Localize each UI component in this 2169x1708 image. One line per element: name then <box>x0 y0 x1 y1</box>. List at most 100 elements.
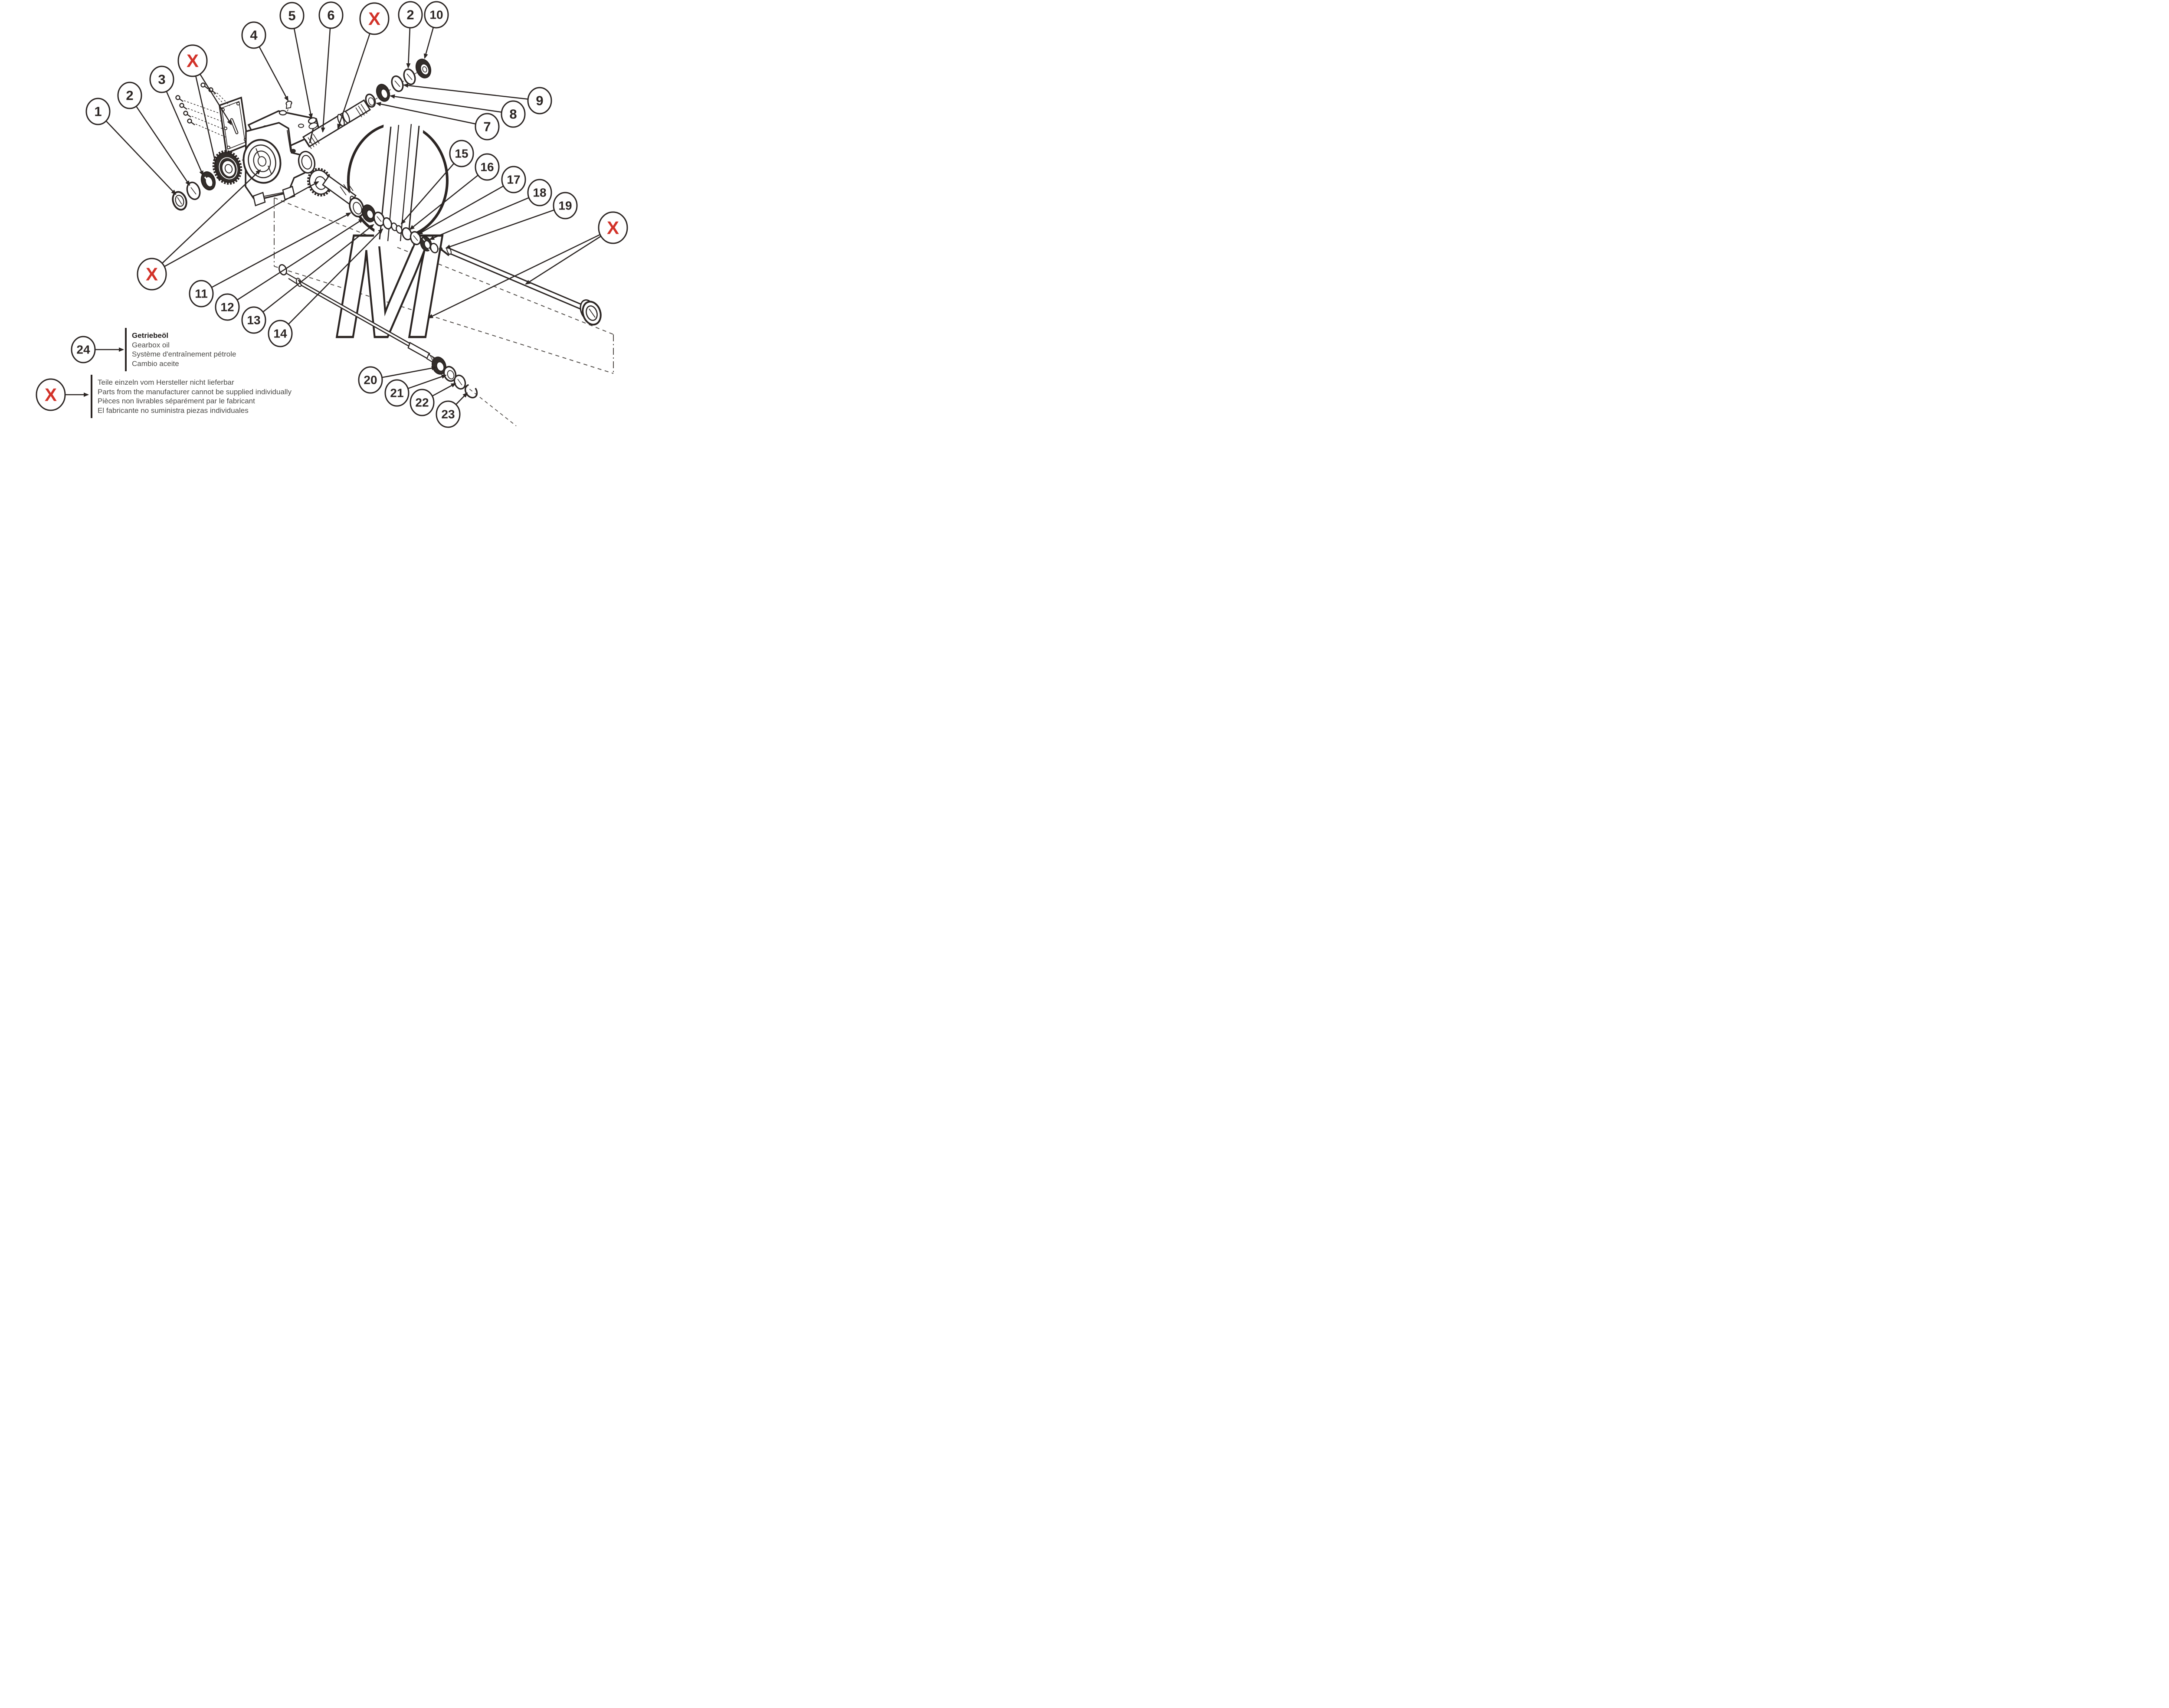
callout-10-circle[interactable] <box>424 1 449 29</box>
callout-13-circle[interactable] <box>241 306 266 334</box>
callout-5-circle[interactable] <box>279 2 305 29</box>
note-line-es: El fabricante no suministra piezas indiv… <box>98 406 249 415</box>
callout-5-label: 5 <box>288 8 295 23</box>
callout-11-label: 11 <box>195 287 208 301</box>
callout-17-label: 17 <box>507 173 520 187</box>
callout-13-label: 13 <box>247 314 260 327</box>
callout-16[interactable]: 16 <box>475 153 500 181</box>
callout-2-top-circle[interactable] <box>398 1 423 29</box>
callout-x-housing-leader-line <box>164 181 319 267</box>
callout-21-circle[interactable] <box>384 379 410 407</box>
callout-8[interactable]: 8 <box>501 100 526 128</box>
callout-x-gasket[interactable]: X <box>177 44 208 77</box>
callout-9-circle[interactable] <box>527 87 552 115</box>
callout-20-circle[interactable] <box>358 366 383 394</box>
callout-21[interactable]: 21 <box>384 379 410 407</box>
callout-1-label: 1 <box>94 104 102 119</box>
callout-24[interactable]: 24 <box>71 336 96 363</box>
callout-15[interactable]: 15 <box>449 140 474 167</box>
note-bar <box>91 375 92 418</box>
callout-2-left-circle[interactable] <box>117 82 142 109</box>
callout-22[interactable]: 22 <box>410 389 435 416</box>
callout-x-tube-circle[interactable] <box>598 211 628 244</box>
callout-7-circle[interactable] <box>475 113 500 141</box>
callout-7-leader-line <box>376 102 475 124</box>
callout-4[interactable]: 4 <box>241 21 266 49</box>
callout-8-label: 8 <box>509 107 517 122</box>
callout-19[interactable]: 19 <box>553 192 578 219</box>
callout-23[interactable]: 23 <box>436 400 461 428</box>
callout-8-circle[interactable] <box>501 100 526 128</box>
bearing-race-3 <box>200 171 216 191</box>
gasket-plate <box>219 96 249 154</box>
callout-x-gasket-label: X <box>187 51 199 71</box>
callout-11-circle[interactable] <box>189 280 214 308</box>
callout-4-circle[interactable] <box>241 21 266 49</box>
callout-9[interactable]: 9 <box>527 87 552 115</box>
callout-23-circle[interactable] <box>436 400 461 428</box>
callout-22-label: 22 <box>415 396 429 409</box>
callout-19-label: 19 <box>558 199 572 213</box>
callout-x-tube[interactable]: X <box>598 211 628 244</box>
callout-23-label: 23 <box>441 408 455 421</box>
callout-16-circle[interactable] <box>475 153 500 181</box>
callout-2-top[interactable]: 2 <box>398 1 423 29</box>
callout-15-label: 15 <box>455 147 468 160</box>
callout-17[interactable]: 17 <box>501 166 526 193</box>
callout-x-gasket-circle[interactable] <box>177 44 208 77</box>
callout-18-circle[interactable] <box>527 179 552 206</box>
callout-x-note[interactable]: X <box>36 378 66 411</box>
bearing-12 <box>361 204 376 222</box>
callout-17-circle[interactable] <box>501 166 526 193</box>
castle-nut-18 <box>420 236 432 252</box>
callout-10[interactable]: 10 <box>424 1 449 29</box>
callout-9-leader-line <box>403 83 528 100</box>
callout-x-housing-circle[interactable] <box>137 258 167 291</box>
callout-1-circle[interactable] <box>85 98 111 125</box>
callout-1[interactable]: 1 <box>85 98 111 125</box>
callout-4-leader-line <box>259 46 289 101</box>
callout-x-shaft[interactable]: X <box>359 2 390 35</box>
callout-8-leader-line <box>390 94 501 113</box>
callout-3[interactable]: 3 <box>149 65 174 93</box>
callout-19-circle[interactable] <box>553 192 578 219</box>
outer-tube <box>446 246 602 326</box>
callout-2-left[interactable]: 2 <box>117 82 142 109</box>
callout-3-circle[interactable] <box>149 65 174 93</box>
callout-14-leader-line <box>288 228 383 324</box>
callout-12-circle[interactable] <box>215 293 240 321</box>
callout-x-note-circle[interactable] <box>36 378 66 411</box>
callout-x-note-label: X <box>45 385 57 405</box>
callout-13[interactable]: 13 <box>241 306 266 334</box>
callout-15-circle[interactable] <box>449 140 474 167</box>
callout-6-circle[interactable] <box>318 1 344 29</box>
ring-21 <box>443 366 457 382</box>
callout-14-circle[interactable] <box>268 320 293 347</box>
diagram-canvas: M <box>0 0 777 429</box>
callout-22-leader-line <box>432 383 456 396</box>
callout-7-label: 7 <box>483 119 491 134</box>
callout-18[interactable]: 18 <box>527 179 552 206</box>
callout-9-label: 9 <box>536 93 543 108</box>
gearbox-oil-note: Getriebeöl Gearbox oil Système d'entraîn… <box>125 328 236 371</box>
breather-plug <box>285 101 292 109</box>
callout-11[interactable]: 11 <box>189 280 214 308</box>
callout-24-circle[interactable] <box>71 336 96 363</box>
callout-x-shaft-circle[interactable] <box>359 2 390 35</box>
gearbox-housing <box>242 110 321 206</box>
callout-20[interactable]: 20 <box>358 366 383 394</box>
bearing-8 <box>376 84 390 102</box>
callout-1-leader-line <box>106 121 177 195</box>
callout-6-leader-line <box>321 28 331 133</box>
callout-14[interactable]: 14 <box>268 320 293 347</box>
callout-17-leader-line <box>417 186 504 235</box>
callout-6[interactable]: 6 <box>318 1 344 29</box>
callout-x-housing[interactable]: X <box>137 258 167 291</box>
callout-19-leader-line <box>445 209 554 249</box>
callout-7[interactable]: 7 <box>475 113 500 141</box>
callout-22-circle[interactable] <box>410 389 435 416</box>
callout-12[interactable]: 12 <box>215 293 240 321</box>
boundary-box <box>274 197 614 374</box>
callout-x-housing-label: X <box>146 264 158 285</box>
callout-5[interactable]: 5 <box>279 2 305 29</box>
